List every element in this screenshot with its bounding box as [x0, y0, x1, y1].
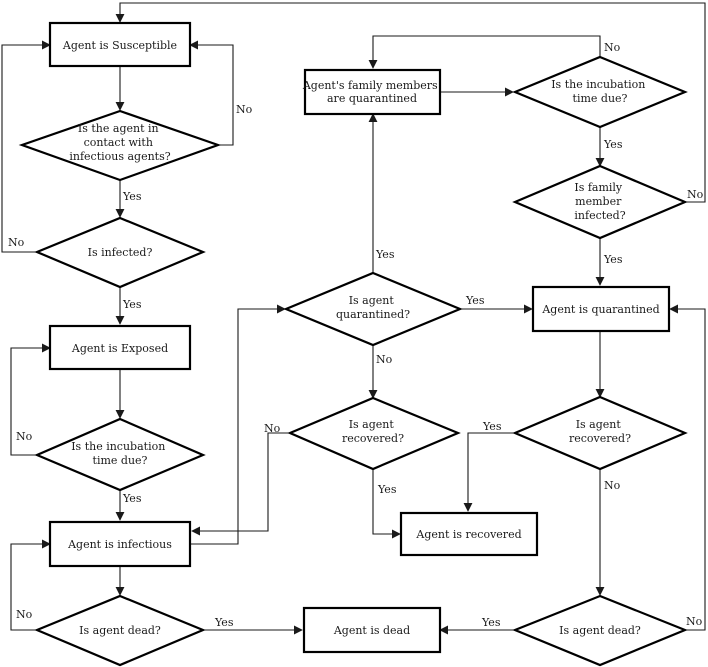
node-recovq2-text: Is agent recovered? — [569, 418, 631, 445]
edge-recovq1-yes-to-recovered — [372, 469, 401, 539]
node-quarantined-box — [531, 285, 671, 333]
label-quarq-yes-up: Yes — [375, 248, 395, 261]
label-deadq2-no: No — [686, 615, 703, 628]
edge-incub1-no-to-exposed — [10, 343, 51, 456]
edge-contact-no-to-susceptible — [189, 40, 234, 146]
label-recovq2-no: No — [604, 479, 621, 492]
node-recovq1-diamond — [287, 396, 461, 471]
node-exposed-text: Agent is Exposed — [71, 342, 168, 355]
node-recovered-text: Agent is recovered — [415, 528, 521, 541]
label-recovq1-no: No — [264, 422, 281, 435]
label-familyinf-no: No — [687, 188, 704, 201]
node-recovered-box — [399, 511, 539, 557]
node-familyinf-text: Is family member infected? — [574, 181, 625, 222]
label-infected-yes: Yes — [122, 298, 142, 311]
label-recovq1-yes: Yes — [377, 483, 397, 496]
node-infectious-box — [48, 520, 192, 568]
label-infected-no: No — [8, 236, 25, 249]
edge-labels: No Yes No Yes No Yes No Yes No Yes Yes N… — [8, 41, 704, 629]
label-quarq-yes-right: Yes — [465, 294, 485, 307]
node-deadq1-diamond — [34, 594, 206, 667]
edge-deadq1-no-to-infectious — [10, 539, 51, 631]
node-infected-diamond — [34, 216, 206, 289]
label-contact-yes: Yes — [122, 190, 142, 203]
edge-infected-no-to-susceptible — [1, 40, 51, 253]
node-dead-text: Agent is dead — [333, 624, 410, 637]
label-deadq1-no: No — [16, 608, 33, 621]
edge-recovq1-no-to-infectious — [191, 432, 290, 536]
nodes: Agent is Susceptible Agent is Exposed Ag… — [18, 21, 688, 667]
node-recovq2-diamond — [512, 395, 688, 471]
node-quarq-text: Is agent quarantined? — [336, 294, 410, 321]
edge-deadq2-no-to-quarantined — [669, 304, 706, 631]
node-infected-text: Is infected? — [88, 246, 153, 259]
label-incub1-yes: Yes — [122, 492, 142, 505]
node-incub1-diamond — [34, 417, 206, 492]
node-incub1-text: Is the incubation time due? — [71, 440, 169, 467]
label-familyinf-yes: Yes — [603, 253, 623, 266]
node-infectious-text: Agent is infectious — [67, 538, 172, 551]
label-incub2-no: No — [604, 41, 621, 54]
label-quarq-no: No — [376, 353, 393, 366]
node-susceptible-text: Agent is Susceptible — [62, 39, 177, 52]
edges — [1, 2, 706, 635]
label-deadq1-yes: Yes — [214, 616, 234, 629]
label-incub1-no: No — [16, 430, 33, 443]
edge-familyinf-no-to-susceptible — [115, 2, 706, 203]
node-recovq1-text: Is agent recovered? — [342, 418, 404, 445]
node-deadq2-diamond — [512, 594, 688, 667]
node-quarantined-text: Agent is quarantined — [541, 303, 659, 316]
node-family-text: Agent's family members are quarantined — [302, 79, 441, 105]
node-deadq2-text: Is agent dead? — [559, 624, 641, 637]
node-exposed-box — [48, 324, 192, 371]
node-contact-text: Is the agent in contact with infectious … — [69, 122, 170, 163]
edge-infectious-to-quarq — [190, 304, 286, 545]
node-deadq1-text: Is agent dead? — [79, 624, 161, 637]
node-dead-box — [302, 606, 442, 654]
node-familyinf-diamond — [512, 164, 688, 240]
node-quarq-diamond — [283, 271, 463, 347]
label-incub2-yes: Yes — [603, 138, 623, 151]
label-deadq2-yes: Yes — [481, 616, 501, 629]
edge-recovq2-yes-to-recovered — [463, 432, 515, 512]
node-incub2-text: Is the incubation time due? — [551, 78, 649, 105]
label-recovq2-yes: Yes — [482, 420, 502, 433]
edge-incub2-no-to-family — [368, 35, 601, 69]
node-contact-diamond — [18, 109, 222, 182]
label-contact-no: No — [236, 103, 253, 116]
node-incub2-diamond — [512, 55, 688, 129]
node-family-box — [303, 68, 442, 116]
node-susceptible-box — [48, 21, 192, 68]
